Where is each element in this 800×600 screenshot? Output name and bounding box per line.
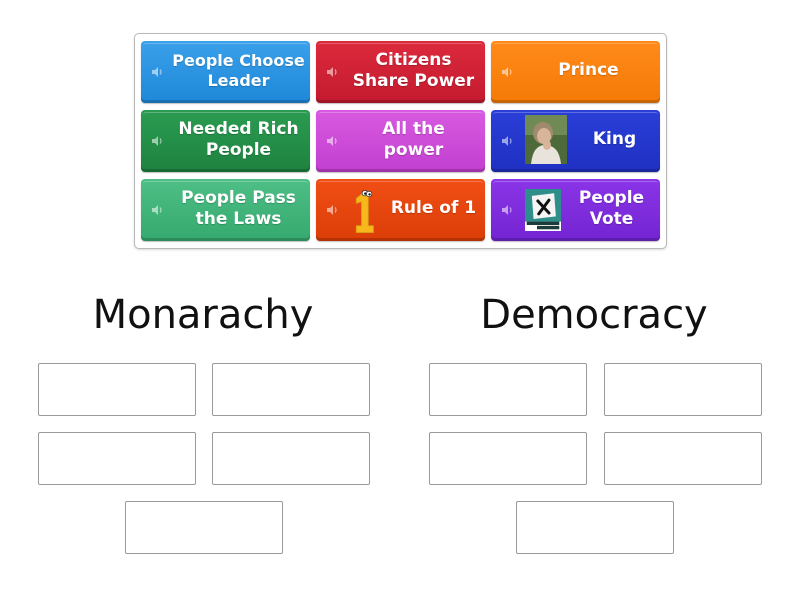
- speaker-icon[interactable]: [151, 135, 165, 147]
- card-people-pass-the-laws[interactable]: People Pass the Laws: [141, 179, 310, 241]
- group-title-monarchy: Monarachy: [92, 292, 314, 338]
- card-all-the-power[interactable]: All the power: [316, 110, 485, 172]
- card-king[interactable]: King: [491, 110, 660, 172]
- card-label: People Pass the Laws: [181, 187, 296, 229]
- drop-slot-democracy-4[interactable]: [604, 432, 762, 485]
- card-needed-rich-people[interactable]: Needed Rich People: [141, 110, 310, 172]
- drop-slot-democracy-1[interactable]: [429, 363, 587, 416]
- card-label: King: [592, 129, 637, 149]
- card-prince[interactable]: Prince: [491, 41, 660, 103]
- card-label: All the power: [382, 118, 445, 160]
- drop-slot-monarchy-2[interactable]: [212, 363, 370, 416]
- drop-slot-democracy-5[interactable]: [516, 501, 674, 554]
- card-label: Citizens Share Power: [352, 49, 475, 91]
- drop-slot-monarchy-5[interactable]: [125, 501, 283, 554]
- drop-slot-monarchy-4[interactable]: [212, 432, 370, 485]
- speaker-icon[interactable]: [501, 66, 515, 78]
- speaker-icon[interactable]: [151, 66, 165, 78]
- drop-slot-democracy-3[interactable]: [429, 432, 587, 485]
- drop-slot-monarchy-3[interactable]: [38, 432, 196, 485]
- drop-slot-democracy-2[interactable]: [604, 363, 762, 416]
- card-citizens-share-power[interactable]: Citizens Share Power: [316, 41, 485, 103]
- card-label: Prince: [558, 60, 619, 80]
- card-rule-of-1[interactable]: Rule of 1: [316, 179, 485, 241]
- king-photo-image: [525, 115, 567, 164]
- speaker-icon[interactable]: [326, 204, 340, 216]
- number-one-character-image: [355, 190, 374, 233]
- speaker-icon[interactable]: [501, 204, 515, 216]
- card-label: People Vote: [578, 187, 645, 229]
- card-label: Needed Rich People: [178, 118, 299, 160]
- speaker-icon[interactable]: [501, 135, 515, 147]
- ballot-x-image: [525, 189, 561, 231]
- card-label: People Choose Leader: [172, 50, 305, 90]
- group-title-democracy: Democracy: [480, 292, 708, 338]
- card-people-vote[interactable]: People Vote: [491, 179, 660, 241]
- speaker-icon[interactable]: [326, 135, 340, 147]
- drop-slot-monarchy-1[interactable]: [38, 363, 196, 416]
- speaker-icon[interactable]: [151, 204, 165, 216]
- speaker-icon[interactable]: [326, 66, 340, 78]
- card-label: Rule of 1: [390, 198, 477, 218]
- card-tray: People Choose Leader Citizens Share Powe…: [134, 33, 667, 249]
- card-people-choose-leader[interactable]: People Choose Leader: [141, 41, 310, 103]
